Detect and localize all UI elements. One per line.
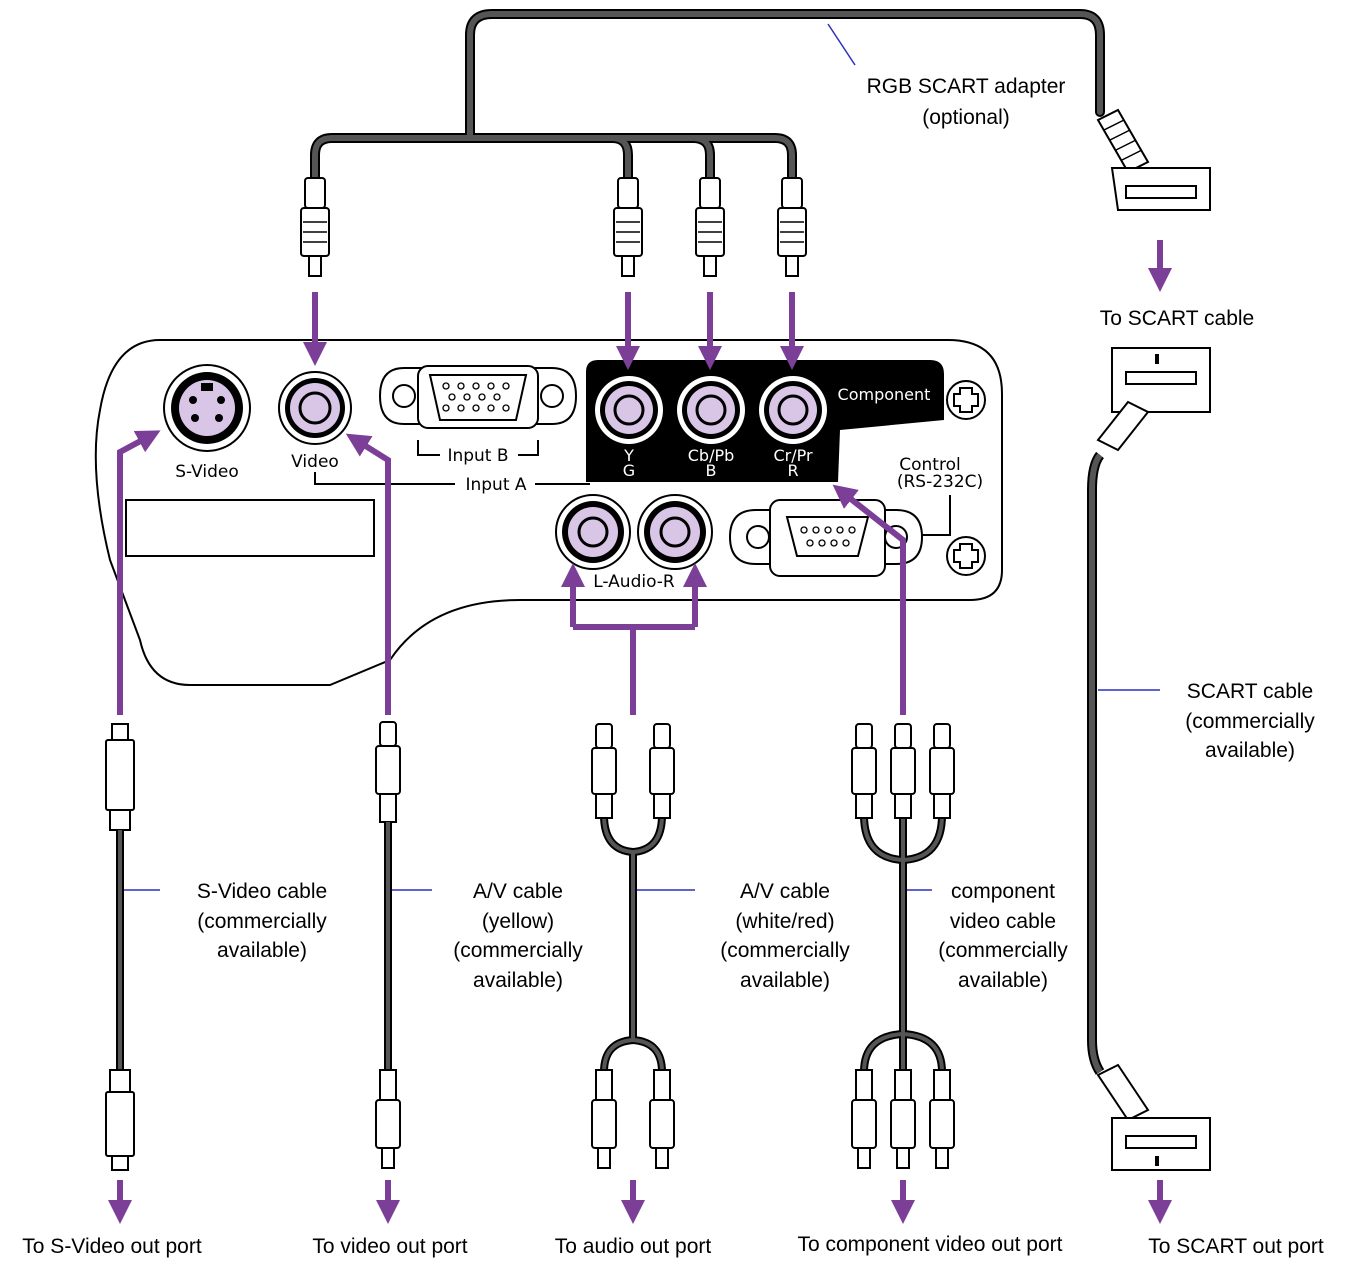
svideo-cable-label-1: S-Video cable	[197, 880, 327, 903]
video-out-label: To video out port	[312, 1235, 467, 1258]
video-jack	[278, 371, 352, 445]
av-whitered-label-4: available)	[740, 969, 830, 992]
to-scart-cable-label: To SCART cable	[1100, 307, 1254, 330]
screw-icon	[946, 380, 986, 420]
scart-out-label: To SCART out port	[1148, 1235, 1324, 1258]
component-cable-label-4: available)	[958, 969, 1048, 992]
scart-cable-label-2: (commercially	[1185, 710, 1315, 733]
scart-connector	[1096, 1063, 1211, 1171]
component-cable-label-3: (commercially	[938, 939, 1068, 962]
scart-connector	[1096, 347, 1211, 452]
y-label: Y	[623, 446, 634, 465]
input-a-label: Input A	[465, 475, 526, 495]
av-yellow-label-2: (yellow)	[482, 910, 554, 933]
cbpb-label: Cb/Pb	[688, 446, 735, 465]
component-label: Component	[838, 385, 931, 404]
connection-arrows	[108, 292, 1172, 1224]
r-label: R	[787, 461, 798, 480]
audio-label: L-Audio-R	[593, 572, 675, 592]
svideo-out-label: To S-Video out port	[22, 1235, 202, 1258]
video-label: Video	[291, 452, 339, 472]
av-yellow-label-1: A/V cable	[473, 880, 563, 903]
rs232c-label: (RS-232C)	[897, 472, 983, 492]
input-b-label: Input B	[447, 446, 508, 466]
audio-jacks	[555, 494, 713, 570]
av-yellow-cable	[375, 721, 401, 1169]
component-cable	[851, 723, 955, 1169]
scart-cable-label-1: SCART cable	[1187, 680, 1313, 703]
rca-plug	[300, 177, 330, 277]
audio-out-label: To audio out port	[555, 1235, 712, 1258]
component-out-label: To component video out port	[797, 1233, 1062, 1256]
svideo-label: S-Video	[175, 462, 239, 482]
rca-plug	[777, 177, 807, 277]
b-label: B	[706, 461, 717, 480]
av-whitered-label-1: A/V cable	[740, 880, 830, 903]
scart-cable-label-3: available)	[1205, 739, 1295, 762]
svideo-cable-label-3: available)	[217, 939, 307, 962]
screw-icon	[946, 536, 986, 576]
component-jacks	[595, 376, 827, 444]
av-whitered-label-2: (white/red)	[735, 910, 834, 933]
av-yellow-label-3: (commercially	[453, 939, 583, 962]
scart-adapter-label-2: (optional)	[922, 106, 1010, 129]
rca-plug	[613, 177, 643, 277]
component-cable-label-1: component	[951, 880, 1055, 903]
svideo-cable	[105, 723, 135, 1171]
control-label: Control	[899, 455, 960, 475]
g-label: G	[623, 461, 635, 480]
svideo-cable-label-2: (commercially	[197, 910, 327, 933]
scart-connector	[1096, 108, 1211, 211]
crpr-label: Cr/Pr	[773, 446, 813, 465]
rca-plug	[695, 177, 725, 277]
input-b-port	[378, 365, 578, 429]
av-yellow-label-4: available)	[473, 969, 563, 992]
scart-cable	[1089, 453, 1103, 1074]
component-cable-label-2: video cable	[950, 910, 1056, 933]
scart-adapter-label-1: RGB SCART adapter	[867, 75, 1066, 98]
scart-adapter-cable	[310, 9, 1105, 185]
label-window	[125, 499, 375, 557]
av-whitered-cable	[591, 723, 675, 1169]
rs232c-port	[728, 499, 924, 577]
av-whitered-label-3: (commercially	[720, 939, 850, 962]
svideo-jack	[163, 364, 251, 452]
